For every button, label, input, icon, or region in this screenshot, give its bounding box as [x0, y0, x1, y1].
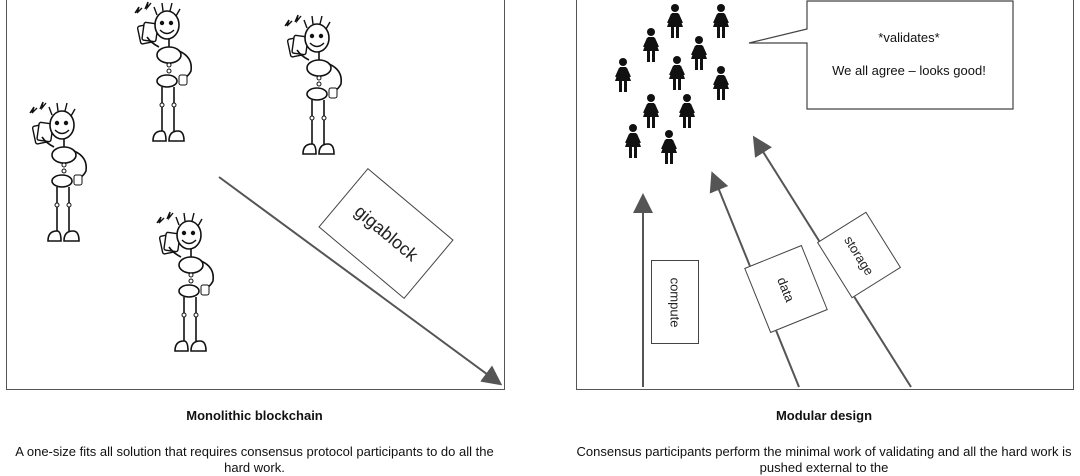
stick-figure-4: [156, 211, 215, 352]
speech-bubble: [748, 0, 1014, 110]
bubble-line-agree: We all agree – looks good!: [832, 63, 986, 78]
validator-crowd: [614, 3, 730, 165]
bubble-line-validates: *validates*: [878, 30, 940, 45]
data-label: data: [774, 274, 798, 304]
monolithic-title: Monolithic blockchain: [186, 408, 323, 423]
gigablock-arrow: [218, 176, 503, 386]
compute-label: compute: [667, 277, 683, 327]
gigablock-label: gigablock: [350, 201, 422, 266]
speech-bubble-text: *validates* We all agree – looks good!: [805, 0, 1013, 108]
compute-box: compute: [651, 260, 699, 344]
stick-figure-1: [134, 1, 193, 142]
stick-figure-2: [284, 14, 343, 155]
modular-title: Modular design: [775, 408, 873, 423]
modular-description: Consensus participants perform the minim…: [576, 444, 1072, 475]
monolithic-description: A one-size fits all solution that requir…: [15, 444, 494, 475]
monolithic-illustration: [29, 1, 503, 386]
stick-figure-3: [29, 101, 88, 242]
monolithic-panel: [6, 0, 505, 390]
storage-label: storage: [841, 232, 877, 278]
